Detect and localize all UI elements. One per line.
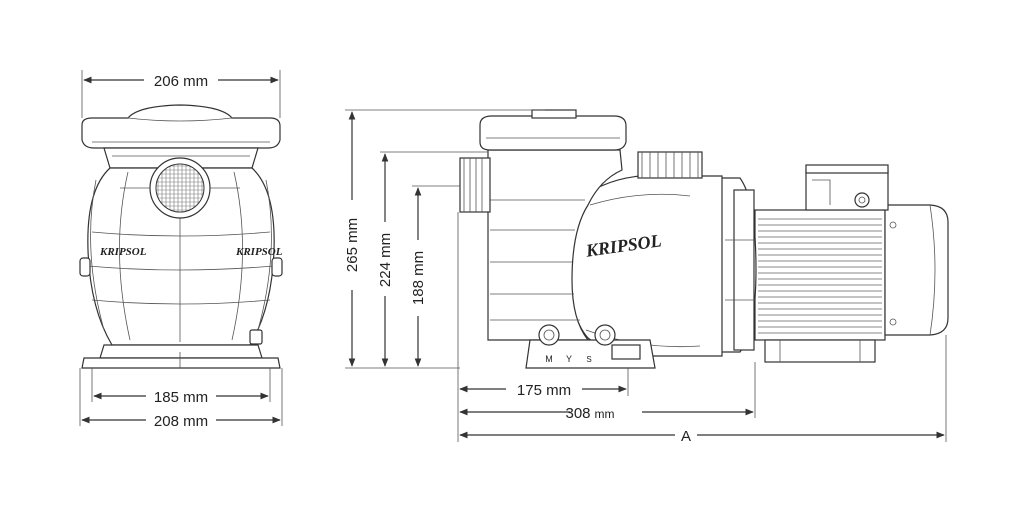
front-dimensions: 206 mm 185 mm 208 mm (79, 70, 283, 430)
dim-265: 265 mm (344, 218, 361, 272)
port-m-label: M (545, 354, 553, 364)
side-view: M Y S KRIPSOL (459, 109, 949, 369)
front-logo-right: KRIPSOL (235, 246, 283, 258)
dim-308-unit: mm (595, 407, 615, 421)
dim-188: 188 mm (410, 251, 427, 305)
front-view: KRIPSOL KRIPSOL (79, 104, 283, 369)
dim-185: 185 mm (154, 389, 208, 406)
front-logo-left: KRIPSOL (99, 246, 147, 258)
dim-175: 175 mm (517, 382, 571, 399)
dim-224: 224 mm (377, 233, 394, 287)
dim-a: A (681, 428, 691, 445)
side-horizontal-dimensions: 175 mm 308 mm A (457, 212, 947, 445)
dim-308: 308 mm (565, 405, 614, 422)
dim-206: 206 mm (154, 73, 208, 90)
port-s-label: S (586, 355, 591, 364)
dim-208: 208 mm (154, 413, 208, 430)
port-y-label: Y (566, 354, 572, 364)
dim-308-value: 308 (565, 405, 590, 422)
side-vertical-dimensions: 265 mm 224 mm 188 mm (344, 109, 545, 369)
